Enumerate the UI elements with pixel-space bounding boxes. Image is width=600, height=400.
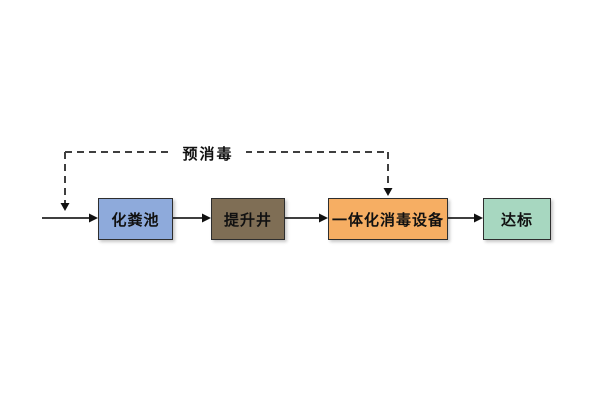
arrowhead-down-icon (383, 188, 393, 196)
node-lift-well-label: 提升井 (223, 211, 272, 229)
node-compliant-discharge-label: 达标 (500, 211, 533, 229)
arrowhead-right-icon (89, 213, 98, 223)
node-septic-tank-label: 化粪池 (111, 211, 160, 229)
node-compliant-discharge: 达标 (483, 198, 551, 240)
arrow-disinfect-to-outlet (448, 213, 483, 223)
arrowhead-down-icon (60, 203, 70, 211)
node-integrated-disinfection: 一体化消毒设备 (328, 198, 448, 240)
inlet-arrow (42, 213, 98, 223)
predisinfection-label: 预消毒 (170, 143, 246, 164)
node-septic-tank: 化粪池 (98, 198, 173, 240)
arrow-lift-to-disinfect (285, 213, 328, 223)
node-integrated-disinfection-label: 一体化消毒设备 (331, 211, 444, 229)
arrowhead-right-icon (202, 213, 211, 223)
arrow-septic-to-lift (173, 213, 211, 223)
node-lift-well: 提升井 (211, 198, 285, 240)
arrowhead-right-icon (474, 213, 483, 223)
arrowhead-right-icon (319, 213, 328, 223)
